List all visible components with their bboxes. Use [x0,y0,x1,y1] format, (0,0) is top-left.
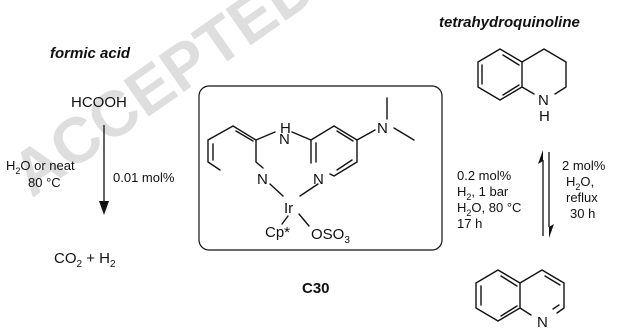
dehydrogenation-loading: 2 mol% [562,158,606,173]
equilibrium-arrows [538,150,554,238]
quinoline-nitrogen: N [537,314,548,331]
catalyst-structure [207,97,415,227]
formic-acid-title: formic acid [50,45,131,62]
dehydrogenation-time: 30 h [570,206,595,221]
thq-title: tetrahydroquinoline [439,14,580,31]
hydrogenation-time: 17 h [457,216,482,231]
left-arrow [99,125,109,215]
catalyst-box [198,85,443,251]
left-conditions-solvent: H2O or neat [6,158,75,176]
hydrogenation-loading: 0.2 mol% [457,168,512,183]
bridging-nitrogen: N [279,131,290,148]
nh-hydrogen: H [280,120,291,137]
dehydrogenation-solvent: H2O, [566,174,594,192]
cp-star-ligand: Cp* [265,224,290,241]
catalyst-section: H N N N N Ir Cp* OSO3 C30 [198,85,443,297]
sulfate-ligand: OSO3 [311,226,350,246]
hcooh-label: HCOOH [71,94,127,111]
thq-nitrogen: N [538,92,549,109]
left-conditions-temperature: 80 °C [28,175,61,190]
products-label: CO2 + H2 [54,250,116,270]
thq-nh-hydrogen: H [539,108,550,125]
dehydrogenation-condition: reflux [566,190,598,205]
quinoline-structure [475,269,565,322]
iridium-center: Ir [284,200,293,217]
hydrogenation-pressure: H2, 1 bar [457,184,509,202]
dimethylamino-nitrogen: N [377,120,388,137]
thq-section: tetrahydroquinoline N H 0.2 mol% H2, 1 b… [439,14,606,331]
tetrahydroquinoline-structure [477,48,567,101]
left-ring-nitrogen: N [257,171,268,188]
formic-acid-section: formic acid HCOOH H2O or neat 80 °C 0.01… [6,45,175,270]
hydrogenation-solvent-temperature: H2O, 80 °C [457,200,521,218]
catalyst-label: C30 [302,280,330,297]
left-conditions-loading: 0.01 mol% [113,170,175,185]
right-ring-nitrogen: N [313,171,324,188]
